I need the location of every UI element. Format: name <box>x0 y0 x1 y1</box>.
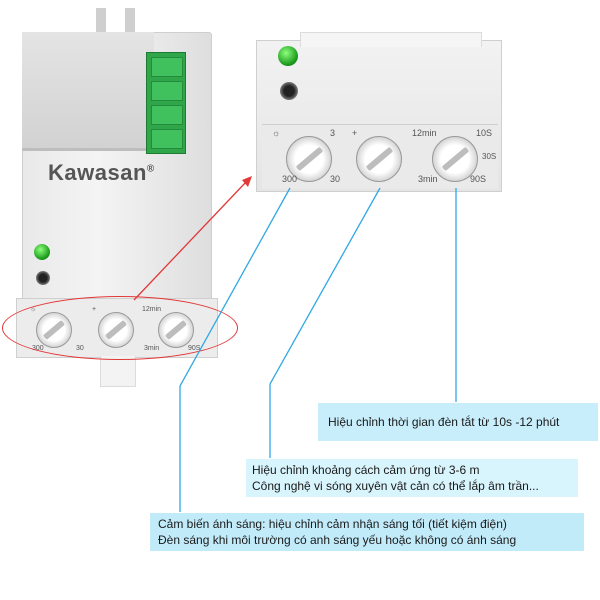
zoom-knob3-right: 30S <box>482 152 497 161</box>
device-upper-cover <box>22 32 154 151</box>
test-button-icon <box>36 271 50 285</box>
device-tab-left <box>96 8 106 34</box>
zoom-knob3-bottom-right: 90S <box>470 174 487 184</box>
zoom-knob2-top-right: 12min <box>412 128 437 138</box>
zoom-knob1-top-right: 3 <box>330 128 336 138</box>
brand-name: Kawasan <box>48 160 147 185</box>
zoom-arrow-line <box>133 181 247 301</box>
zoom-led-icon <box>278 46 298 66</box>
zoom-timer-knob[interactable] <box>432 136 478 182</box>
zoom-button-icon <box>280 82 298 100</box>
zoom-knob3-bottom-left: 3min <box>418 174 438 184</box>
time-annotation: Hiệu chỉnh thời gian đèn tắt từ 10s -12 … <box>318 403 598 441</box>
light-annotation-line2: Đèn sáng khi môi trường có anh sáng yếu … <box>158 533 517 547</box>
light-annotation: Cảm biến ánh sáng: hiệu chỉnh cảm nhận s… <box>150 513 584 551</box>
zoom-knob1-bottom-left: 300 <box>282 174 298 184</box>
brand-logo: Kawasan® <box>48 160 155 186</box>
terminal-block <box>146 52 186 154</box>
zoom-light-knob[interactable] <box>286 136 332 182</box>
distance-connector-line <box>269 187 381 385</box>
distance-annotation-line1: Hiệu chỉnh khoảng cách cảm ứng từ 3-6 m <box>252 463 480 477</box>
distance-annotation: Hiệu chỉnh khoảng cách cảm ứng từ 3-6 m … <box>246 459 578 497</box>
zoom-knob3-top-right: 10S <box>476 128 493 138</box>
led-indicator-icon <box>34 244 50 260</box>
zoom-knob2-plus: + <box>352 128 358 138</box>
device-cable <box>100 356 136 387</box>
zoom-arrow-head-icon <box>242 176 252 187</box>
time-annotation-text: Hiệu chỉnh thời gian đèn tắt từ 10s -12 … <box>328 415 560 429</box>
highlight-ellipse <box>2 296 238 360</box>
light-annotation-line1: Cảm biến ánh sáng: hiệu chỉnh cảm nhận s… <box>158 517 507 531</box>
device-tab-right <box>125 8 135 34</box>
light-connector-line <box>179 187 291 387</box>
registered-mark: ® <box>146 163 155 175</box>
distance-annotation-line2: Công nghệ vi sóng xuyên vật cản có thể l… <box>252 479 539 493</box>
zoom-distance-knob[interactable] <box>356 136 402 182</box>
zoom-top-edge <box>300 32 482 47</box>
zoom-knob1-sun: ☼ <box>272 128 281 138</box>
zoom-knob1-bottom-right: 30 <box>330 174 341 184</box>
